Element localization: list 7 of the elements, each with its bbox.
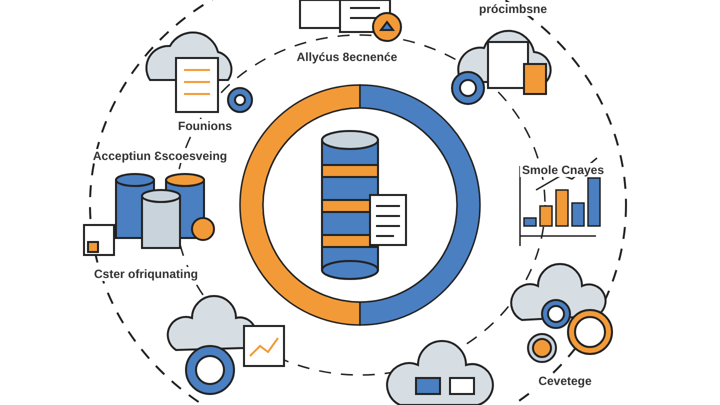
section-label: Allyćus 8ecnenće xyxy=(294,50,400,64)
section-label: Cevetege xyxy=(536,374,594,388)
section-label: prócimbsne xyxy=(477,2,549,16)
section-label: Smole Cnayes xyxy=(520,163,606,177)
section-label: Acceptiun Ɛscoesveing xyxy=(90,149,230,163)
section-label: Founions xyxy=(176,119,234,133)
section-label: Cster ofriqunating xyxy=(92,267,200,281)
